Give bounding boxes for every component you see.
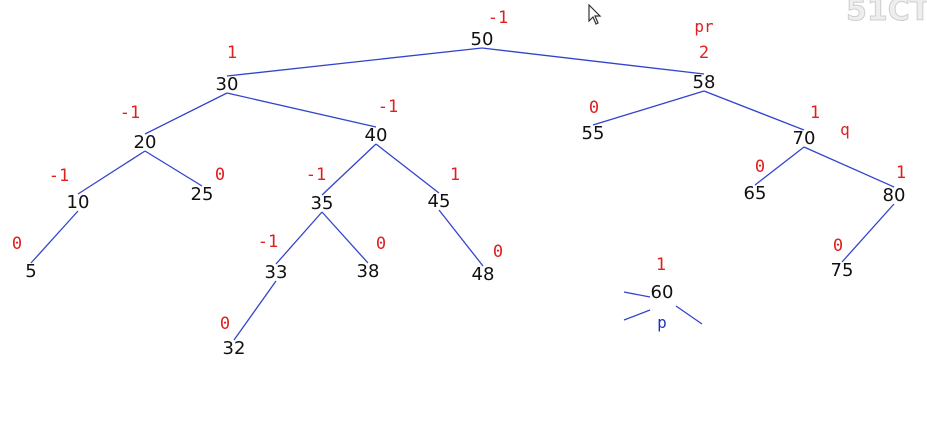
node-60: 60 bbox=[651, 282, 674, 303]
node-48: 48 bbox=[472, 264, 495, 285]
node-35: 35 bbox=[311, 193, 334, 214]
edge-50-58 bbox=[481, 47, 705, 75]
edge-20-10 bbox=[77, 150, 146, 195]
edge-70-80 bbox=[803, 146, 895, 188]
node-40: 40 bbox=[365, 125, 388, 146]
node-32: 32 bbox=[223, 338, 246, 359]
balance-factor-25: 0 bbox=[215, 165, 225, 185]
balance-factor-70: 1 bbox=[810, 103, 820, 123]
balance-factor-30: 1 bbox=[227, 43, 237, 63]
node-30: 30 bbox=[216, 74, 239, 95]
node-20: 20 bbox=[134, 132, 157, 153]
edge-detached-60-2 bbox=[623, 309, 651, 321]
watermark-text: 51CTO bbox=[846, 0, 927, 28]
node-55: 55 bbox=[582, 123, 605, 144]
edge-35-33 bbox=[275, 211, 323, 265]
tree-edges bbox=[30, 47, 895, 341]
edge-50-30 bbox=[226, 47, 483, 77]
edge-40-35 bbox=[321, 143, 377, 196]
balance-factor-58: 2 bbox=[699, 43, 709, 63]
balance-factor-5: 0 bbox=[12, 234, 22, 254]
node-65: 65 bbox=[744, 183, 767, 204]
pointer-label-p: p bbox=[657, 313, 667, 332]
balance-factor-75: 0 bbox=[833, 236, 843, 256]
edge-detached-60-1 bbox=[623, 291, 651, 298]
node-25: 25 bbox=[191, 184, 214, 205]
balance-factor-45: 1 bbox=[450, 165, 460, 185]
node-38: 38 bbox=[357, 261, 380, 282]
node-33: 33 bbox=[265, 262, 288, 283]
node-5: 5 bbox=[25, 261, 36, 282]
node-10: 10 bbox=[67, 192, 90, 213]
edge-20-25 bbox=[144, 150, 203, 187]
balance-factor-33: -1 bbox=[258, 232, 278, 252]
balance-factor-10: -1 bbox=[49, 166, 69, 186]
edge-70-65 bbox=[754, 146, 805, 186]
balance-factor-55: 0 bbox=[589, 98, 599, 118]
edge-40-45 bbox=[375, 143, 440, 194]
edge-58-70 bbox=[703, 90, 805, 131]
balance-factor-40: -1 bbox=[378, 97, 398, 117]
pointer-labels: pr q p bbox=[657, 17, 850, 332]
balance-factor-38: 0 bbox=[376, 234, 386, 254]
edge-80-75 bbox=[841, 203, 895, 263]
node-45: 45 bbox=[428, 191, 451, 212]
edge-35-38 bbox=[321, 211, 369, 264]
node-80: 80 bbox=[883, 185, 906, 206]
balance-factor-60: 1 bbox=[656, 255, 666, 275]
balance-factor-50: -1 bbox=[488, 8, 508, 28]
balance-factor-20: -1 bbox=[120, 103, 140, 123]
edge-33-32 bbox=[233, 280, 277, 341]
edge-45-48 bbox=[438, 209, 484, 267]
pointer-label-q: q bbox=[840, 120, 850, 139]
edge-detached-60-3 bbox=[675, 305, 703, 325]
balance-factor-48: 0 bbox=[493, 242, 503, 262]
balance-factor-65: 0 bbox=[755, 157, 765, 177]
balance-factor-32: 0 bbox=[220, 314, 230, 334]
detached-node-60-edges bbox=[623, 291, 703, 325]
edge-58-55 bbox=[592, 90, 705, 126]
pointer-label-pr: pr bbox=[694, 17, 714, 36]
mouse-cursor-icon bbox=[588, 3, 602, 26]
node-70: 70 bbox=[793, 128, 816, 149]
node-75: 75 bbox=[831, 260, 854, 281]
node-50: 50 bbox=[471, 29, 494, 50]
node-58: 58 bbox=[693, 72, 716, 93]
edge-30-20 bbox=[144, 92, 228, 135]
edge-30-40 bbox=[226, 92, 377, 128]
edge-10-5 bbox=[30, 210, 79, 264]
balance-factor-35: -1 bbox=[306, 165, 326, 185]
balance-factor-80: 1 bbox=[896, 163, 906, 183]
